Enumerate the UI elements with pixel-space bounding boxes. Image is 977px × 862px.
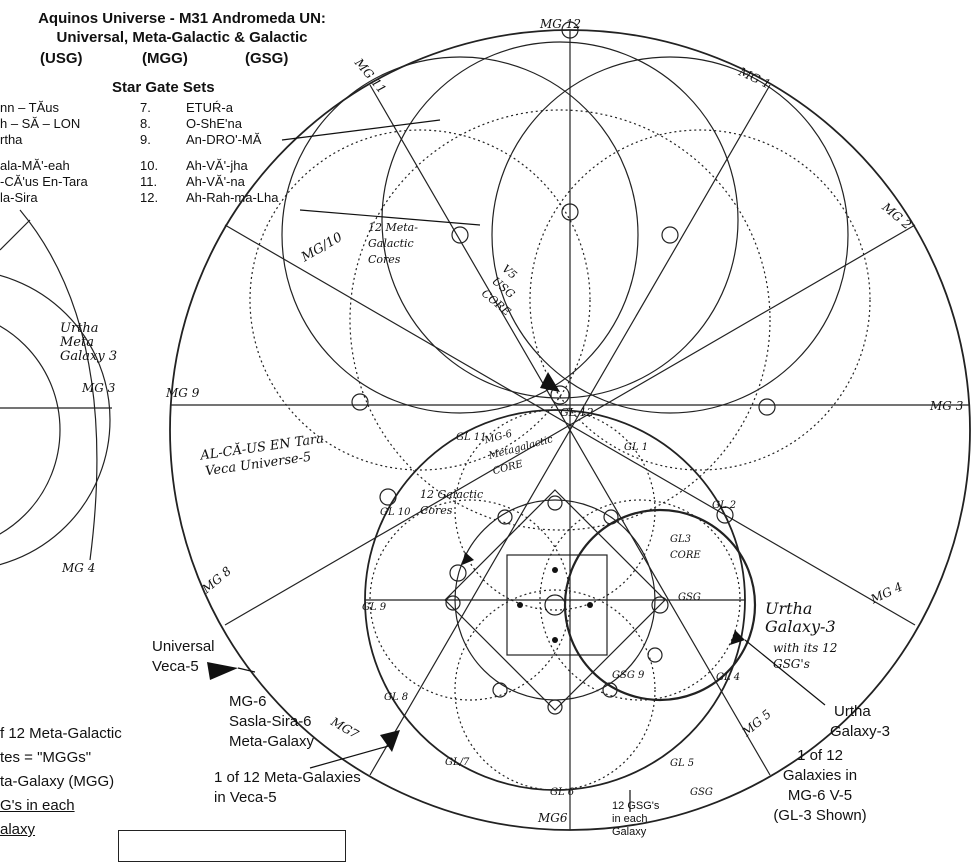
gl-label: GL 9 bbox=[362, 602, 387, 613]
upper-dotted-right bbox=[529, 129, 871, 471]
gl-label: GL 8 bbox=[384, 692, 409, 703]
left-gate-item: h – SĂ – LON bbox=[0, 116, 81, 131]
gate-item: 11.Ah-VĂ'-na bbox=[140, 174, 245, 189]
hand-galactic-cores: 12 Galactic Cores bbox=[420, 488, 484, 517]
arrow-v5-core bbox=[540, 372, 560, 392]
gate-pointer-8 bbox=[281, 119, 441, 141]
left-gate-item: nn – TĂus bbox=[0, 100, 60, 115]
gsg-mark: GSG 9 bbox=[612, 670, 645, 681]
hand-urtha-meta: Urtha Meta Galaxy 3 bbox=[60, 321, 118, 364]
axis-diag-4 bbox=[224, 224, 916, 626]
abbr-gsg: (GSG) bbox=[245, 50, 289, 67]
upper-dotted-circle bbox=[349, 109, 771, 531]
hand-gl12: GL 12 bbox=[560, 406, 594, 419]
gate-item: 8.O-ShE'na bbox=[140, 116, 242, 131]
note-line: ta-Galaxy (MGG) bbox=[0, 773, 115, 790]
gate-item: 10.Ah-VĂ'-jha bbox=[140, 158, 248, 173]
universal-veca-pointer bbox=[237, 667, 256, 673]
abbr-mgg: (MGG) bbox=[142, 50, 188, 67]
arrow-mg6 bbox=[380, 730, 400, 752]
left-gate-list: nn – TĂus h – SĂ – LON rtha ala-MĂ'-eah … bbox=[0, 100, 88, 206]
upper-circle-center bbox=[381, 41, 739, 399]
gl-label: GL/7 bbox=[445, 757, 470, 768]
gsg-mark: GSG bbox=[678, 592, 701, 603]
upper-circle-left bbox=[281, 56, 639, 414]
gl-label: GL 11 bbox=[456, 432, 487, 443]
title-line-1: Aquinos Universe - M31 Andromeda UN: bbox=[38, 10, 326, 27]
hand-left-mg3: MG 3 bbox=[82, 381, 116, 395]
left-gate-item: rtha bbox=[0, 132, 23, 147]
left-inner-circle bbox=[0, 325, 61, 535]
note-line: G's in each bbox=[0, 797, 75, 814]
axis-diag-2 bbox=[369, 84, 771, 776]
left-bottom-note: f 12 Meta-Galactic tes = "MGGs" ta-Galax… bbox=[0, 722, 122, 842]
arrow-universal-veca bbox=[207, 662, 238, 680]
left-arc bbox=[19, 209, 98, 561]
gate-item: 7.ETUŔ-a bbox=[140, 100, 233, 115]
gl-label: GL 2 bbox=[712, 500, 737, 511]
urtha-pointer bbox=[744, 639, 826, 706]
hand-mg9: MG 9 bbox=[166, 386, 200, 400]
note-line: f 12 Meta-Galactic bbox=[0, 725, 122, 742]
hand-urtha-galaxy: Urtha Galaxy-3 bbox=[765, 599, 836, 636]
inner-square bbox=[506, 554, 608, 656]
mg6-dotted-bottom bbox=[454, 589, 656, 791]
abbr-usg: (USG) bbox=[40, 50, 83, 67]
left-gate-item: la-Sira bbox=[0, 190, 38, 205]
star-gate-list: 7.ETUŔ-a 8.O-ShE'na 9.An-DRO'-MĂ 10.Ah-V… bbox=[140, 100, 279, 206]
empty-box bbox=[118, 830, 346, 862]
title-line-2: Universal, Meta-Galactic & Galactic bbox=[56, 29, 308, 46]
upper-circle-right bbox=[491, 56, 849, 414]
arrow-urtha bbox=[730, 630, 745, 645]
gl-label: GL 6 bbox=[550, 787, 575, 798]
hand-meta-cores: 12 Meta-Galactic Cores bbox=[368, 221, 418, 266]
star-gate-sets-heading: Star Gate Sets bbox=[112, 79, 215, 96]
gl-label: GL 1 bbox=[624, 442, 649, 453]
upper-dotted-left bbox=[249, 129, 591, 471]
left-gate-item: ala-MĂ'-eah bbox=[0, 158, 70, 173]
hand-mg6: MG6 bbox=[538, 811, 568, 825]
hand-gl3-core: GL3 CORE bbox=[670, 534, 701, 561]
left-gate-item: -CĂ'us En-Tara bbox=[0, 174, 88, 189]
gate-item: 9.An-DRO'-MĂ bbox=[140, 132, 262, 147]
arrow-galactic-cores bbox=[462, 552, 474, 565]
hand-left-mg4: MG 4 bbox=[62, 561, 96, 575]
gl-label: GL 10 bbox=[380, 507, 411, 518]
gate-item: 12.Ah-Rah-ma-Lha bbox=[140, 190, 279, 205]
note-line: tes = "MGGs" bbox=[0, 749, 92, 766]
inner-diamond bbox=[444, 489, 666, 711]
gate-pointer-12 bbox=[299, 209, 481, 226]
note-line: alaxy bbox=[0, 821, 36, 838]
gl-label: GL 4 bbox=[716, 672, 741, 683]
hand-mg3: MG 3 bbox=[930, 399, 964, 413]
gl-label: GL 5 bbox=[670, 758, 695, 769]
hand-mg12: MG 12 bbox=[540, 17, 581, 31]
gsg-mark: GSG bbox=[690, 787, 713, 798]
left-diagonal bbox=[0, 219, 31, 251]
mg6-pointer bbox=[309, 744, 393, 769]
left-outer-circle bbox=[0, 274, 111, 566]
hand-with-its: with its 12 GSG's bbox=[773, 641, 838, 671]
